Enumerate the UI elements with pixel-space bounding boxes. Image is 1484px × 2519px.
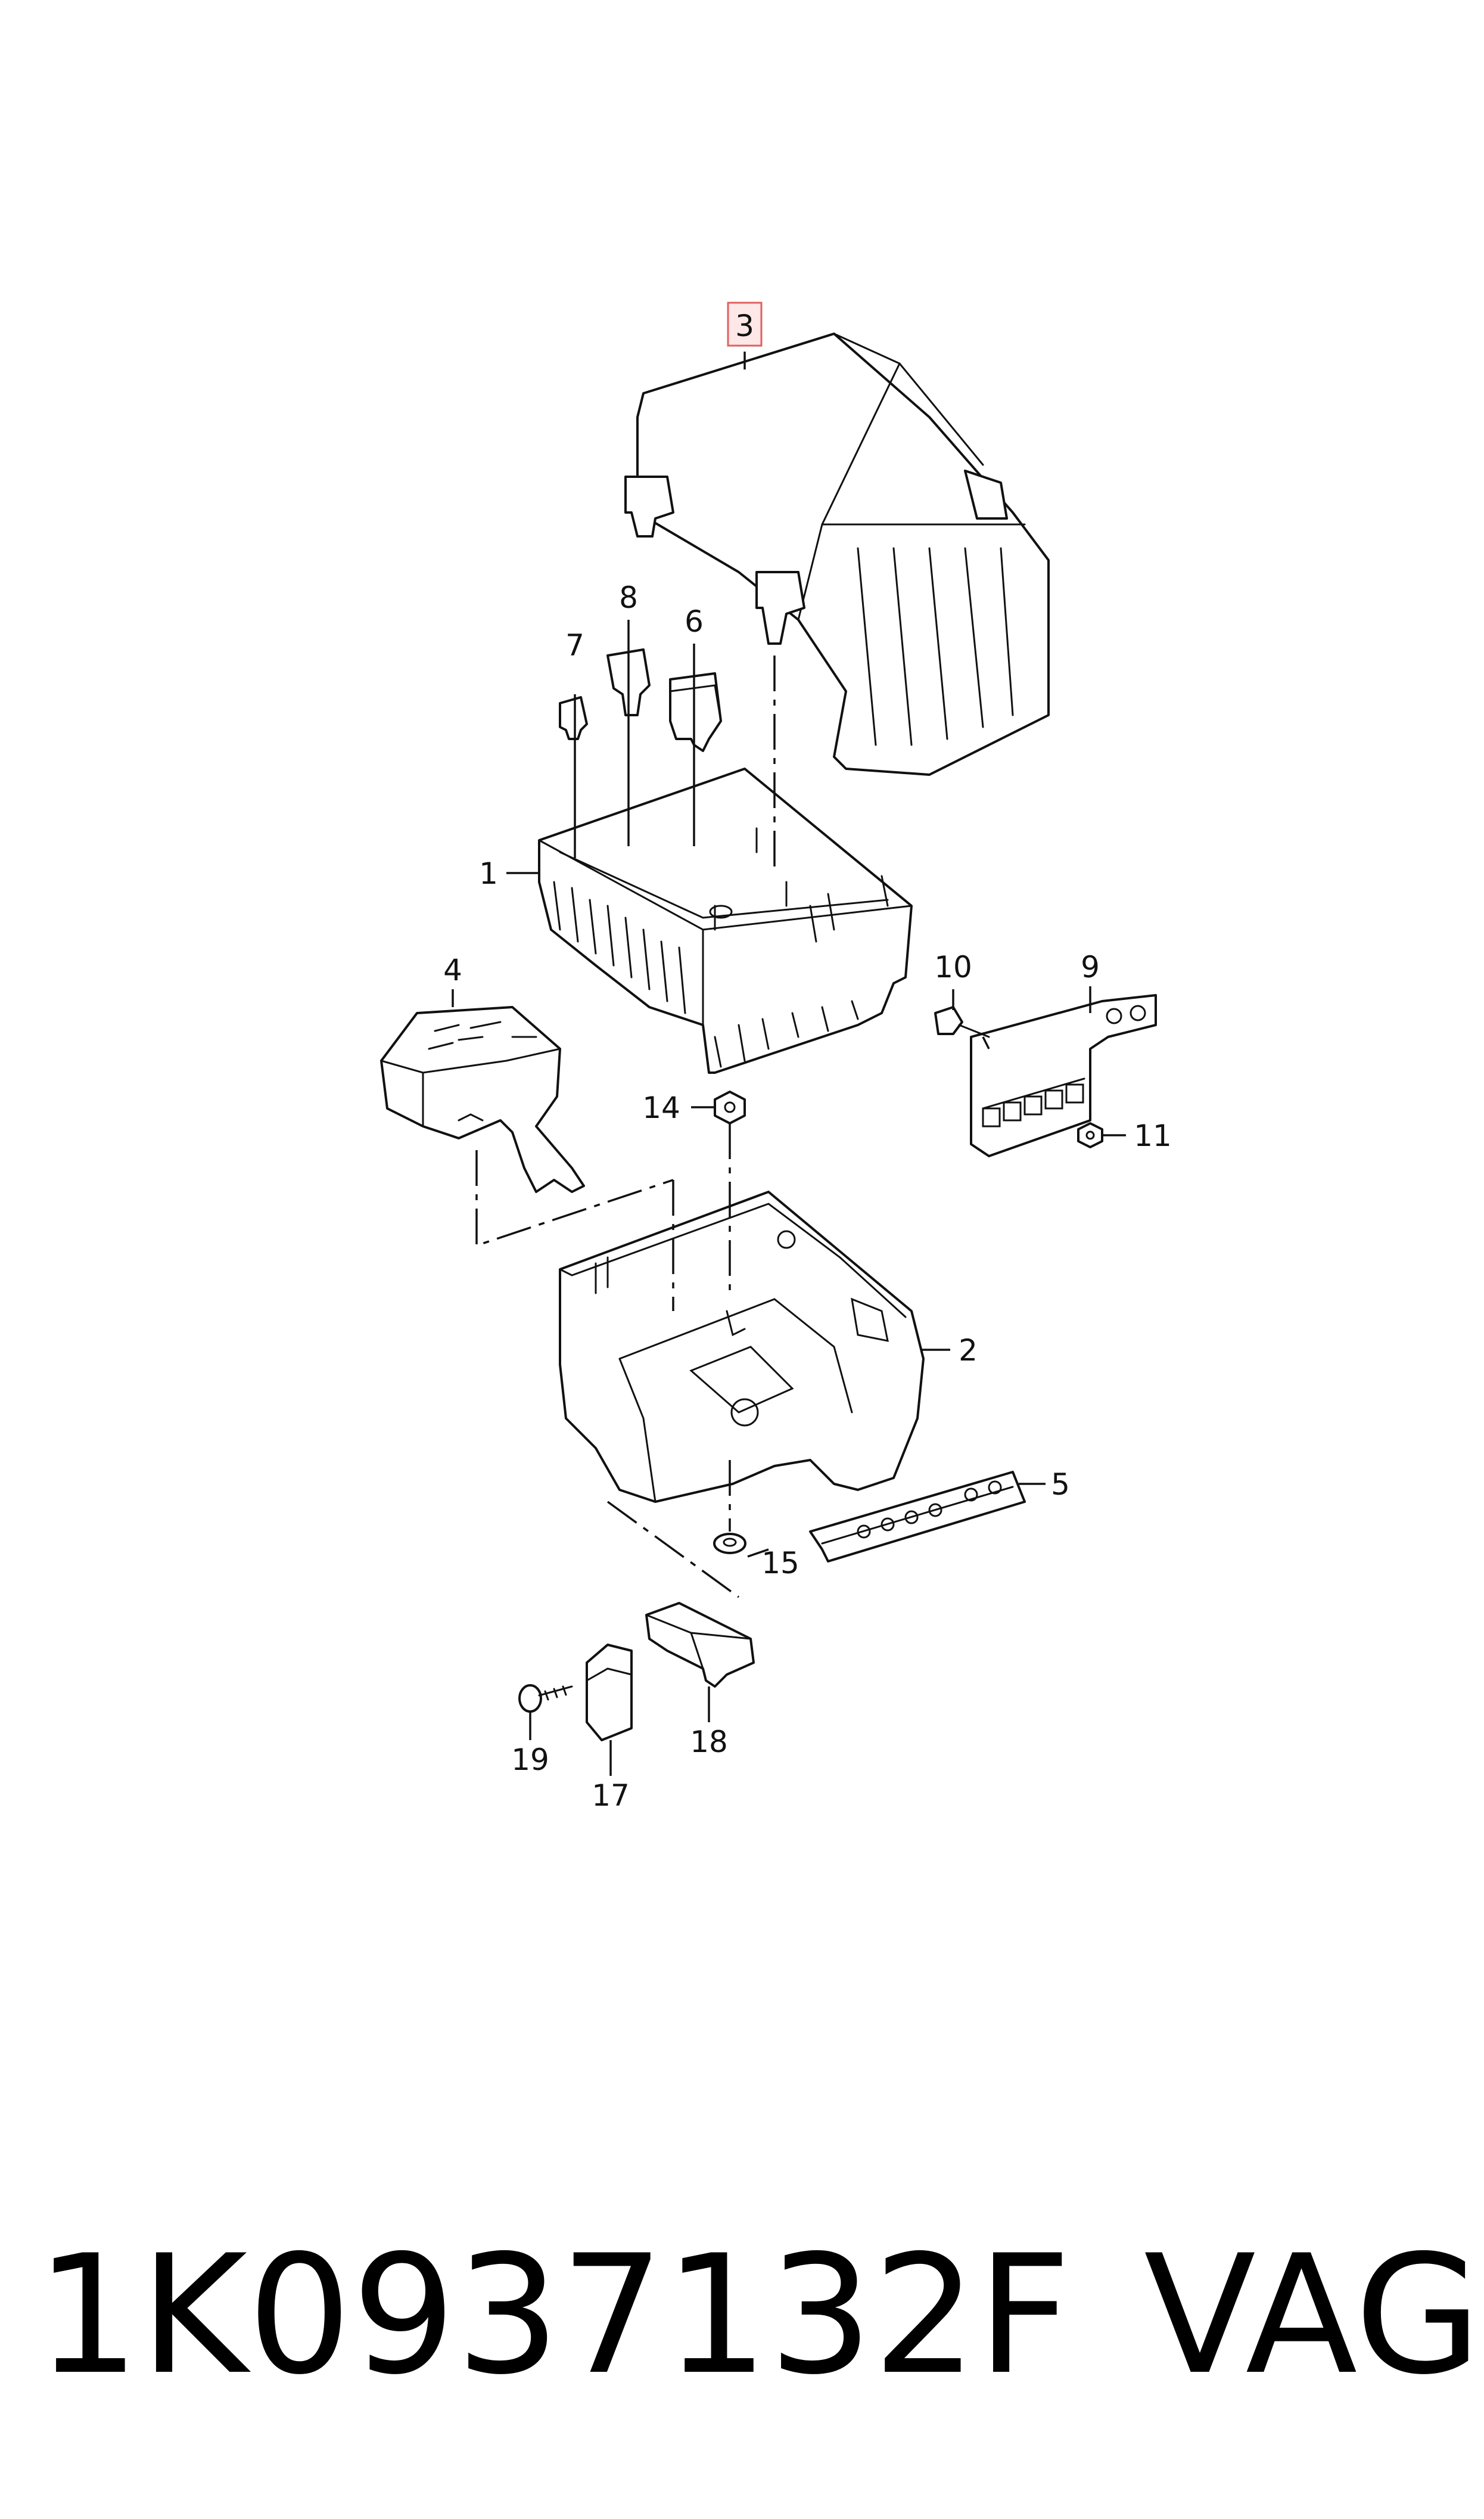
hex-nut-14-part[interactable] [714,1091,746,1125]
callout-7[interactable]: 7 [565,628,584,663]
leader-lines [452,352,1126,1776]
power-distributor-part[interactable] [970,994,1157,1157]
relay-17-part[interactable] [586,1644,633,1741]
fuse-box-cover-part[interactable] [624,333,1050,776]
phantom-lines [475,656,990,1598]
footer: 1K0937132F VAG [36,2217,1482,2414]
screw-part[interactable] [518,1684,573,1713]
callout-9[interactable]: 9 [1081,950,1100,984]
hex-bolt-part[interactable] [934,1006,990,1038]
callout-5[interactable]: 5 [1051,1467,1070,1502]
callout-8[interactable]: 8 [619,580,638,615]
callout-15[interactable]: 15 [761,1546,799,1580]
callouts: 3 1 7 8 6 4 2 5 15 9 10 11 14 18 17 19 [443,302,1172,1813]
callout-6[interactable]: 6 [685,604,704,639]
part-number: 1K0937132F [36,2220,1072,2411]
callout-2[interactable]: 2 [959,1333,978,1368]
mini-fuse-part[interactable] [559,696,588,740]
callout-3-highlight [727,302,763,347]
callout-4[interactable]: 4 [443,953,462,987]
callout-11[interactable]: 11 [1134,1119,1172,1153]
fuse-box-carrier-part[interactable] [559,1191,925,1503]
callout-3[interactable]: 3 [735,309,754,343]
callout-19[interactable]: 19 [511,1743,549,1777]
callout-18[interactable]: 18 [690,1725,728,1759]
callout-10[interactable]: 10 [934,950,972,984]
relay-part[interactable] [669,672,722,752]
callout-17[interactable]: 17 [592,1778,630,1813]
washer-nut-part[interactable] [713,1533,746,1554]
hex-nut-11-part[interactable] [1077,1122,1103,1148]
callout-14[interactable]: 14 [642,1091,680,1125]
brand-name: VAG [1144,2220,1482,2411]
callout-1[interactable]: 1 [479,856,498,891]
fuse-box-housing-part[interactable] [538,768,913,1074]
relay-holder-bracket-part[interactable] [645,1602,755,1688]
terminal-strip-part[interactable] [809,1471,1026,1563]
fuse-holder-part[interactable] [380,1006,585,1193]
